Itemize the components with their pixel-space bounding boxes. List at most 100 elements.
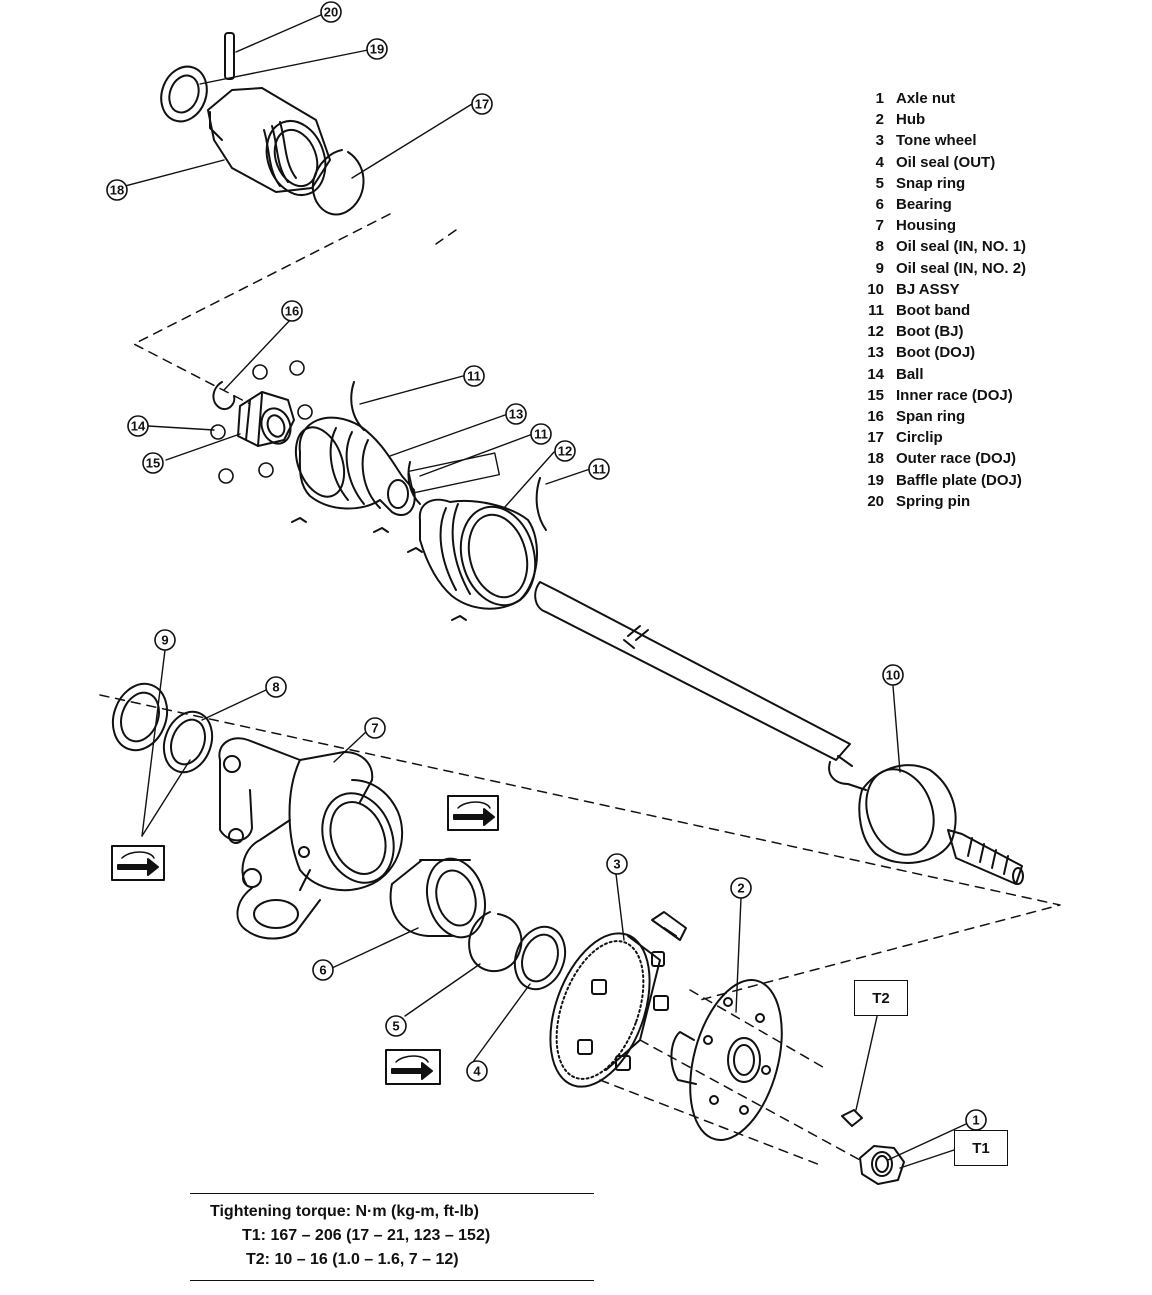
callout-10: 10	[882, 664, 904, 686]
svg-text:18: 18	[110, 183, 124, 198]
legend-number: 6	[875, 196, 884, 214]
oil-seal-out-part	[513, 925, 567, 991]
legend-number: 17	[867, 429, 884, 447]
legend-label: Oil seal (IN, NO. 1)	[896, 238, 1027, 256]
legend-number: 9	[875, 259, 884, 277]
press-fit-arrow-icon	[111, 845, 165, 881]
callout-19: 19	[366, 38, 388, 60]
press-fit-arrow-icon	[447, 795, 499, 831]
callout-circles: 20 19 17 18 16 11 13 11 12 11 14 15 9 8 …	[106, 1, 987, 1131]
svg-text:17: 17	[475, 97, 489, 112]
callout-4: 4	[466, 1060, 488, 1082]
svg-text:1: 1	[972, 1113, 979, 1128]
svg-text:3: 3	[613, 857, 620, 872]
callout-1: 1	[965, 1109, 987, 1131]
legend-label: Oil seal (IN, NO. 2)	[896, 259, 1027, 277]
legend-row: 10 BJ ASSY	[858, 279, 1026, 300]
legend-number: 4	[875, 153, 884, 171]
legend-number: 12	[867, 323, 884, 341]
legend-number: 8	[875, 238, 884, 256]
legend-label: Baffle plate (DOJ)	[896, 471, 1022, 489]
legend-row: 17 Circlip	[858, 427, 1026, 448]
callout-14: 14	[127, 415, 149, 437]
svg-text:20: 20	[324, 5, 338, 20]
housing-part	[218, 737, 404, 940]
svg-text:14: 14	[131, 419, 146, 434]
callout-9: 9	[154, 629, 176, 651]
svg-text:11: 11	[592, 462, 606, 477]
legend-number: 10	[867, 280, 884, 298]
callout-16: 16	[281, 300, 303, 322]
legend-label: Outer race (DOJ)	[896, 450, 1017, 468]
hub-part	[670, 979, 783, 1141]
svg-text:11: 11	[467, 369, 481, 384]
legend-label: Circlip	[896, 429, 943, 447]
callout-15: 15	[142, 452, 164, 474]
legend-number: 16	[867, 408, 884, 426]
callout-17: 17	[471, 93, 493, 115]
svg-text:7: 7	[371, 721, 378, 736]
callout-20: 20	[320, 1, 342, 23]
press-fit-arrow-icons	[111, 795, 499, 1085]
callout-18: 18	[106, 179, 128, 201]
callout-6: 6	[312, 959, 334, 981]
oil-seal-in-1-part	[162, 710, 214, 774]
svg-text:13: 13	[509, 407, 523, 422]
tightening-torque-table: Tightening torque: N·m (kg-m, ft-lb) T1:…	[190, 1193, 594, 1281]
torque-box-t2: T2	[854, 980, 908, 1016]
baffle-plate-part	[160, 65, 208, 123]
legend-label: Boot (DOJ)	[896, 344, 976, 362]
callout-11b: 11	[530, 423, 552, 445]
svg-text:11: 11	[534, 427, 548, 442]
callout-2: 2	[730, 877, 752, 899]
outer-race-part	[207, 87, 331, 196]
alignment-lines	[99, 213, 1061, 1166]
axle-nut-part	[859, 1145, 905, 1185]
legend-label: Boot band	[896, 302, 971, 320]
boot-bj-part	[407, 452, 538, 610]
legend-label: Housing	[896, 217, 956, 235]
balls-part	[210, 360, 313, 484]
callout-8: 8	[265, 676, 287, 698]
legend-row: 9 Oil seal (IN, NO. 2)	[858, 258, 1026, 279]
tone-wheel-part	[549, 911, 687, 1088]
callout-11a: 11	[463, 365, 485, 387]
svg-text:8: 8	[272, 680, 279, 695]
legend-number: 18	[867, 450, 884, 468]
legend-label: Tone wheel	[896, 132, 977, 150]
callout-11c: 11	[588, 458, 610, 480]
bearing-part	[389, 857, 486, 939]
svg-text:6: 6	[319, 963, 326, 978]
legend-number: 20	[867, 492, 884, 510]
legend-label: Boot (BJ)	[896, 323, 964, 341]
legend-row: 18 Outer race (DOJ)	[858, 448, 1026, 469]
legend-label: Spring pin	[896, 492, 971, 510]
legend-row: 12 Boot (BJ)	[858, 321, 1026, 342]
inner-race-part	[237, 391, 295, 447]
legend-label: Axle nut	[896, 90, 956, 107]
boot-doj-part	[294, 416, 416, 517]
legend-label: Inner race (DOJ)	[896, 386, 1013, 404]
torque-t2-spec: T2: 10 – 16 (1.0 – 1.6, 7 – 12)	[246, 1251, 459, 1268]
legend-label: BJ ASSY	[896, 280, 960, 298]
legend-number: 7	[875, 217, 884, 235]
torque-t1-spec: T1: 167 – 206 (17 – 21, 123 – 152)	[242, 1227, 491, 1244]
legend-number: 13	[867, 344, 884, 362]
svg-text:19: 19	[370, 42, 384, 57]
legend-number: 14	[867, 365, 884, 383]
legend-number: 11	[868, 302, 884, 320]
legend-label: Snap ring	[896, 174, 966, 192]
legend-row: 20 Spring pin	[858, 491, 1026, 512]
legend-number: 19	[867, 471, 884, 489]
press-fit-arrow-icon	[385, 1049, 441, 1085]
svg-text:9: 9	[161, 633, 168, 648]
callout-13: 13	[505, 403, 527, 425]
legend-number: 2	[875, 111, 884, 129]
svg-text:2: 2	[737, 881, 744, 896]
oil-seal-in-2-part	[111, 682, 169, 752]
